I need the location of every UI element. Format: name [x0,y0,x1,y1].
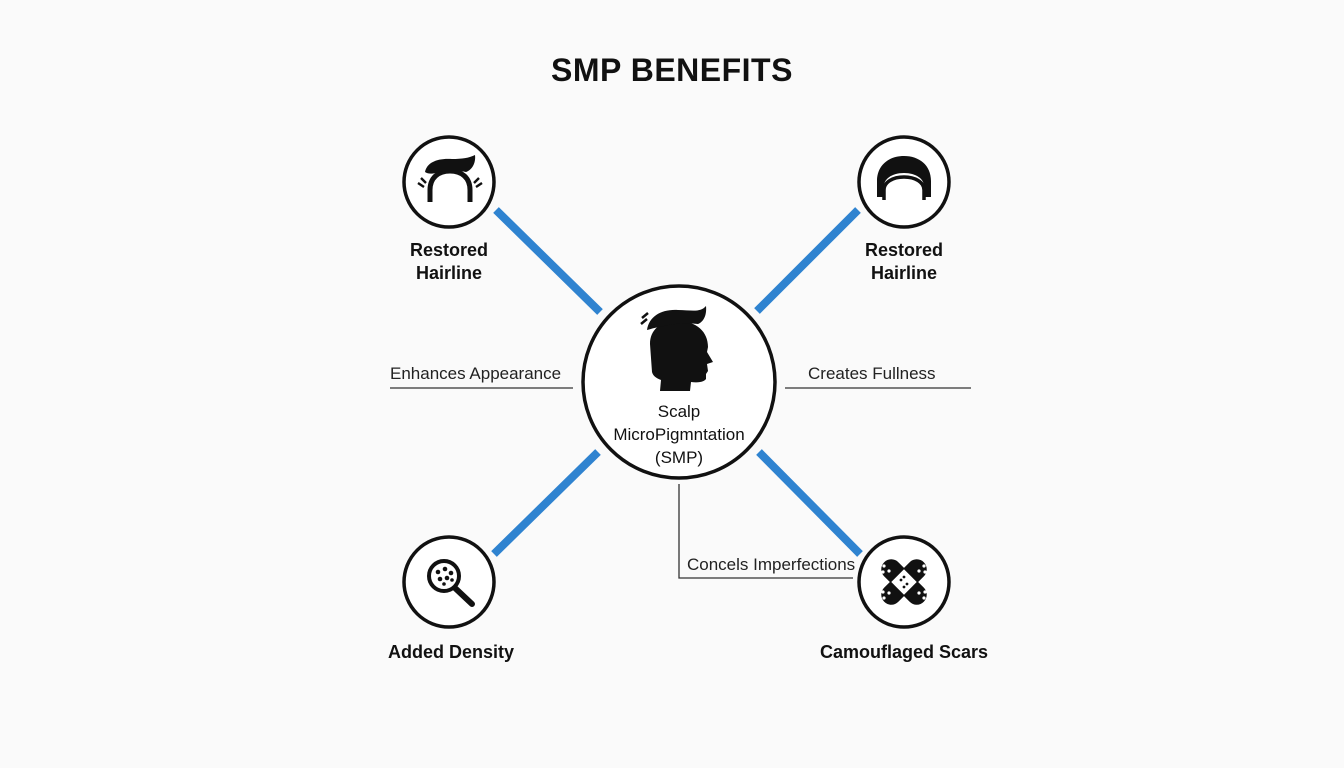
connector-bottom-left [491,449,601,557]
magnifier-density-icon [427,559,475,607]
bandage-icon [881,559,927,605]
annotation-lines [390,387,971,579]
node-label-top-right-line2: Hairline [870,263,938,283]
node-label-bottom-right: Camouflaged Scars [819,642,989,662]
center-label-line3: (SMP) [654,448,704,467]
center-label-line2: MicroPigmntation [613,425,745,444]
hair-dome-icon [877,156,931,200]
node-label-bottom-left: Added Density [387,642,515,662]
connector-top-right [754,207,861,314]
node-label-top-right: Restored Hairline [824,239,984,285]
node-circle-top-right [857,135,951,229]
annotation-line-bottom [678,484,853,579]
center-label-line1: Scalp [657,402,701,421]
connector-bottom-right [756,449,863,557]
node-circle-top-left [402,135,496,229]
node-label-top-left-line2: Hairline [415,263,483,283]
node-label-top-left-line1: Restored [409,240,489,260]
center-label: Scalp MicroPigmntation (SMP) [596,400,762,469]
annotation-left: Enhances Appearance [390,364,562,383]
node-label-top-right-line1: Restored [864,240,944,260]
connectors [491,207,863,557]
node-label-top-left: Restored Hairline [369,239,529,285]
hairline-icon [417,155,483,202]
annotation-bottom: Concels Imperfections [687,555,856,574]
annotation-right: Creates Fullness [808,364,936,383]
head-profile-icon [640,306,713,391]
page-title: SMP BENEFITS [551,52,793,88]
connector-top-left [493,207,603,315]
